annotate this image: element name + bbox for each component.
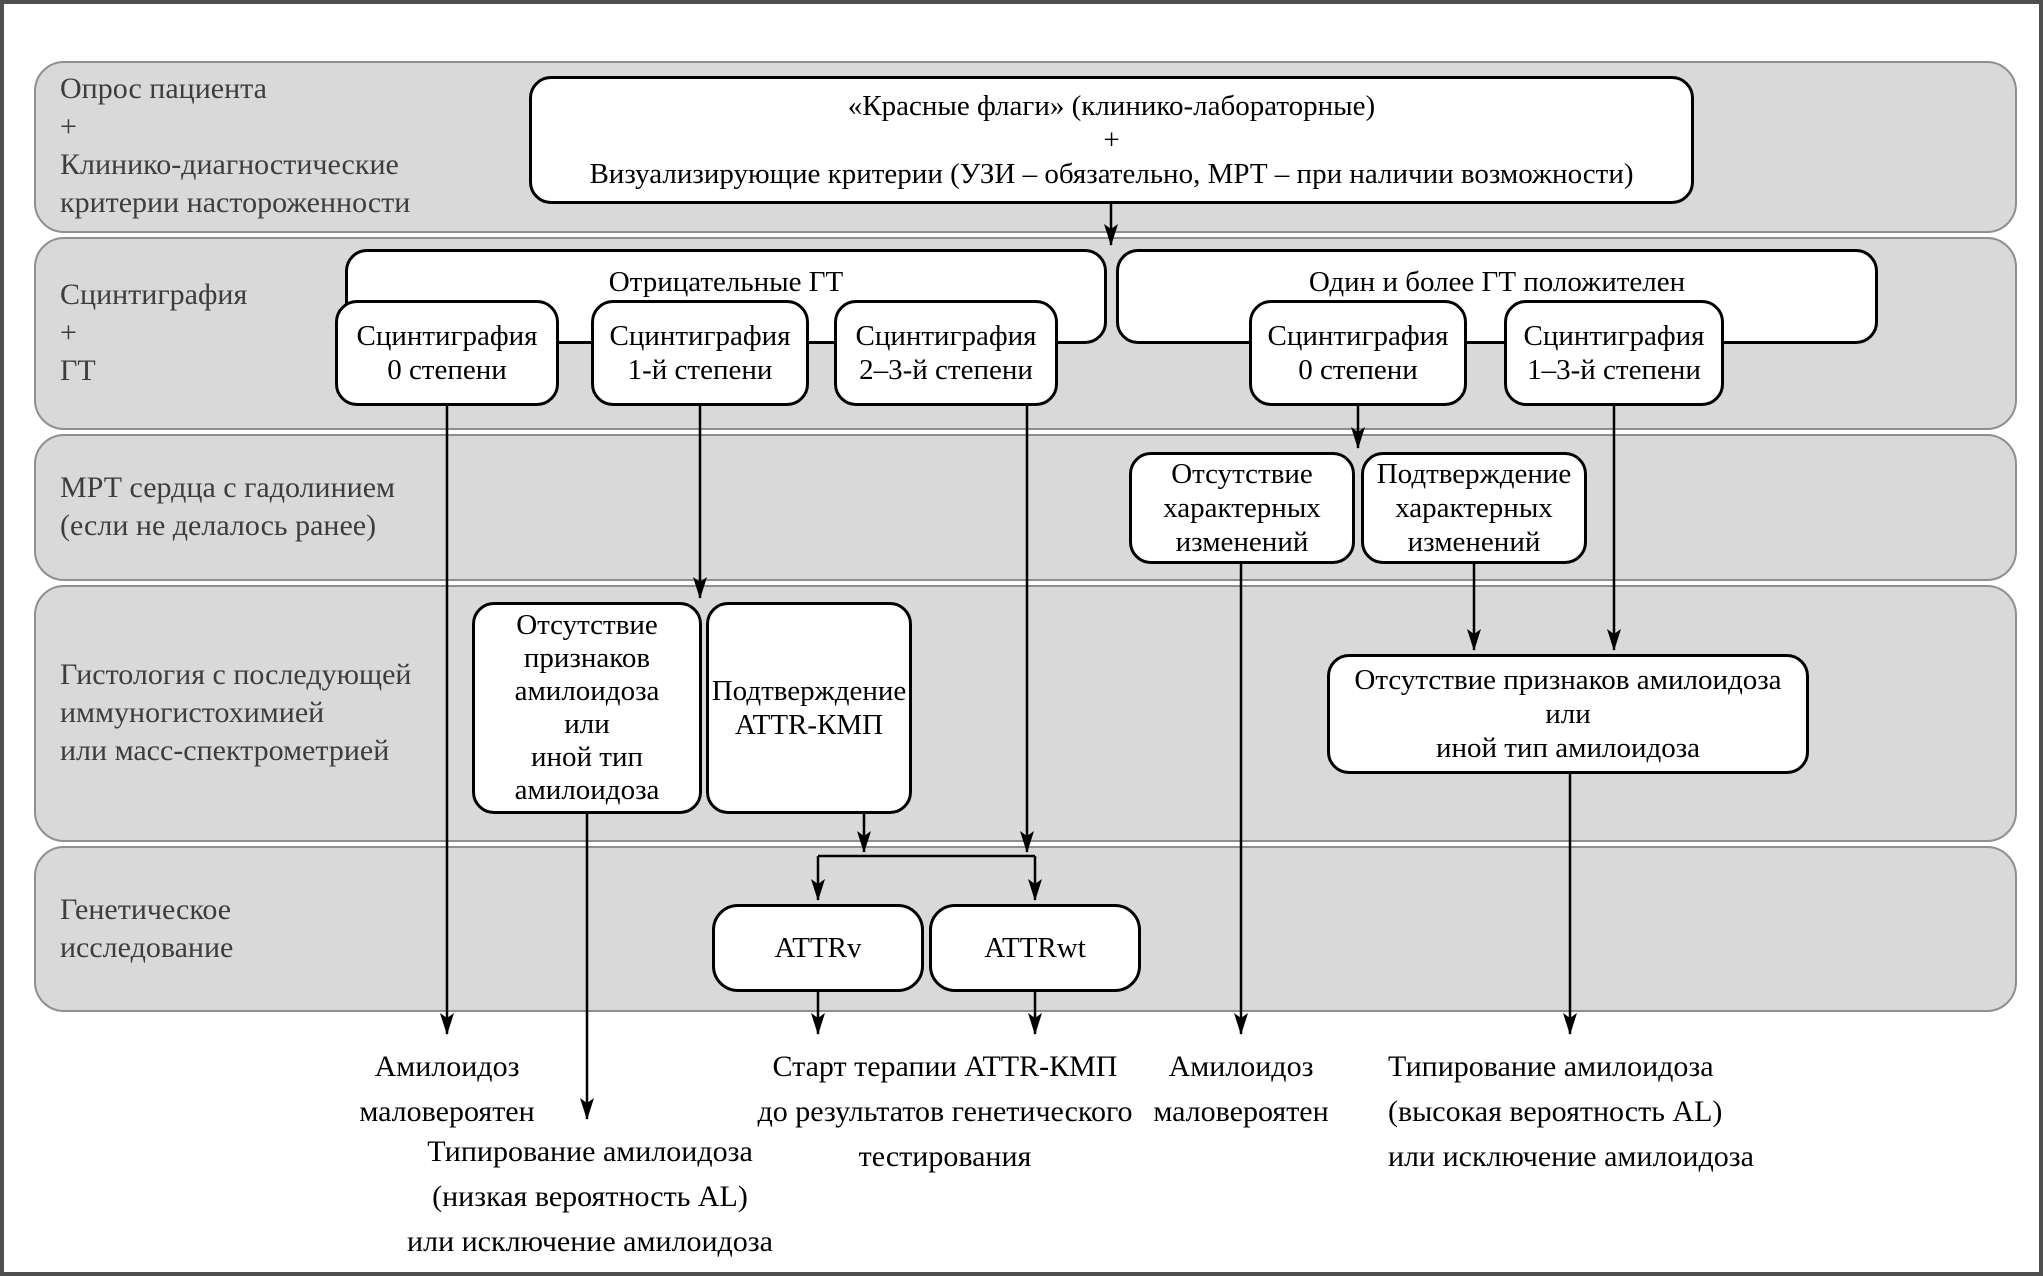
node-attrv: ATTRv (712, 904, 924, 992)
node-red-flags: «Красные флаги» (клинико-лабораторные)+В… (529, 76, 1694, 204)
node-gt-negative-label: Отрицательные ГТ (608, 266, 844, 298)
node-attrwt-label: ATTRwt (984, 932, 1086, 964)
node-attrwt: ATTRwt (929, 904, 1141, 992)
node-gt-positive-label: Один и более ГТ положителен (1308, 266, 1686, 298)
node-gt-positive: Один и более ГТ положителен (1116, 249, 1878, 344)
node-attrv-label: ATTRv (774, 932, 862, 964)
outcome-typing-high-al: Типирование амилоидоза(высокая вероятнос… (1388, 1050, 1754, 1173)
connectors-layer (440, 204, 1621, 1120)
row-label-scintigraphy: Сцинтиграфия+ГТ (60, 278, 248, 387)
row-label-mri: МРТ сердца с гадолинием(если не делалось… (60, 471, 396, 542)
row-band-mri (34, 434, 2017, 581)
outcome-typing-low-al: Типирование амилоидоза(низкая вероятност… (407, 1135, 773, 1258)
